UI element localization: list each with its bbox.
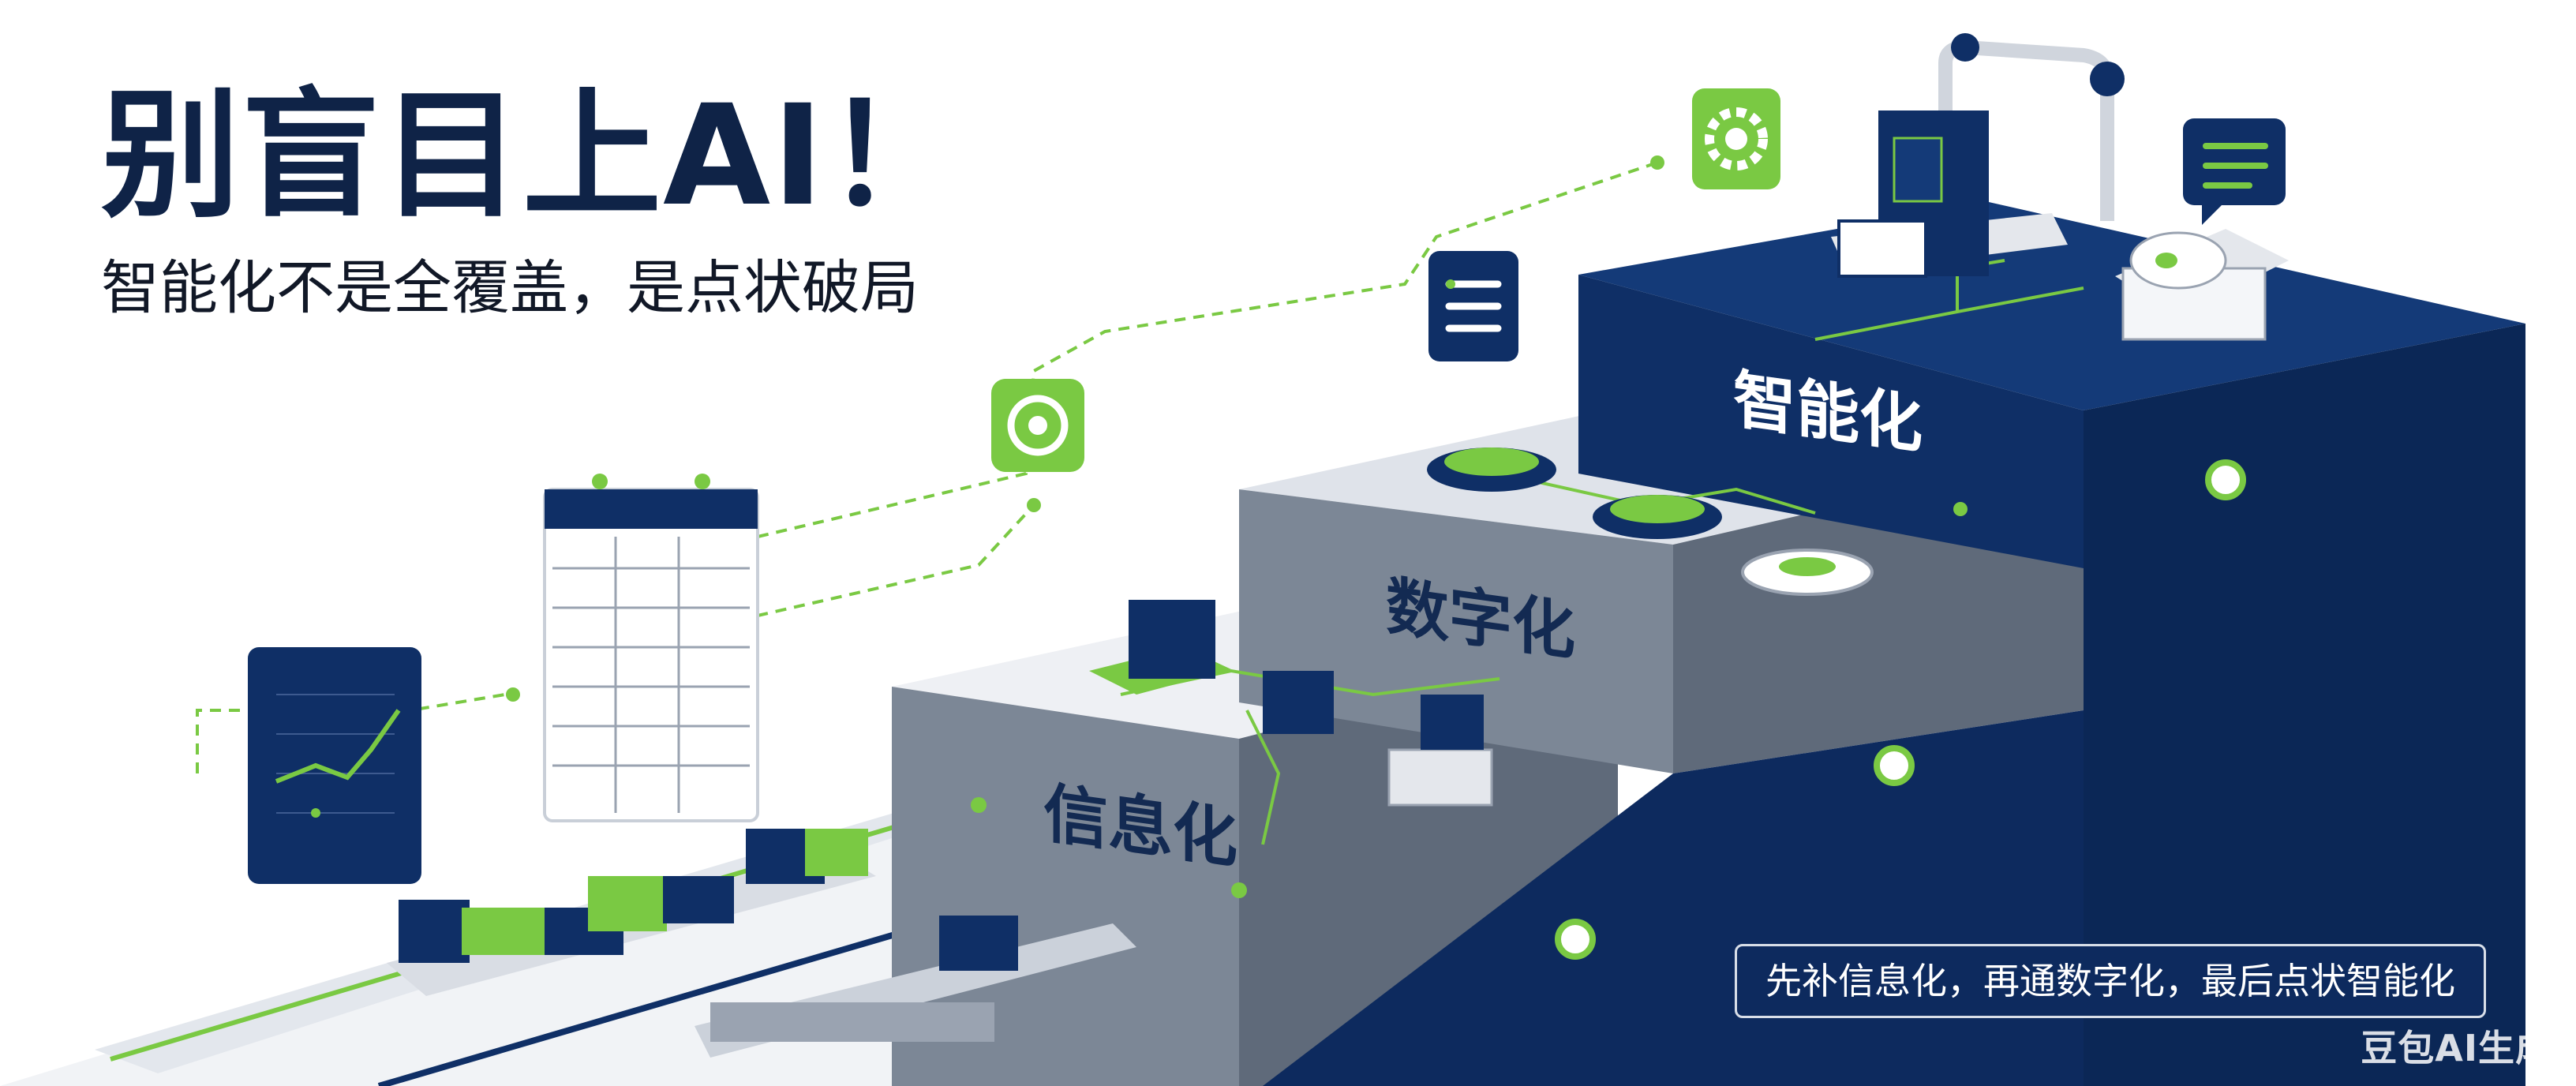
caption-box: 先补信息化，再通数字化，最后点状智能化 [1735, 944, 2486, 1018]
spreadsheet-icon [543, 474, 759, 822]
conveyor-machines [387, 829, 1136, 1058]
list-icon [1428, 251, 1518, 361]
chat-icon [2183, 118, 2286, 225]
gear-icon [1692, 88, 1780, 189]
watermark: 豆包AI生成 [2361, 1027, 2552, 1069]
step2-discs [1427, 448, 1874, 596]
subheadline: 智能化不是全覆盖，是点状破局 [101, 254, 919, 322]
sync-icon [991, 379, 1084, 472]
step1-machines [1089, 600, 1493, 807]
step3-machines [1831, 33, 2289, 341]
headline: 别盲目上AI！ [101, 75, 966, 237]
line-chart-icon [248, 647, 421, 884]
circuit-nodes [506, 155, 2246, 960]
